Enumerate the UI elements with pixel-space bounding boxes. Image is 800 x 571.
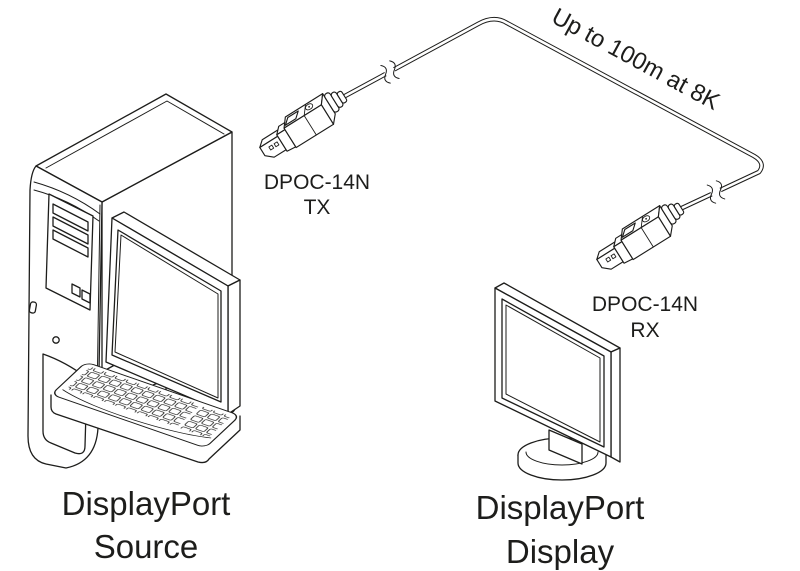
tower-top-bevel: [45, 100, 225, 169]
optical-cable-illustration: [342, 16, 764, 211]
front-port: [71, 283, 81, 298]
display-screen: [505, 304, 601, 443]
source-caption: DisplayPort Source: [30, 482, 262, 568]
front-port: [81, 289, 91, 304]
cable-break-squiggle: [715, 180, 726, 200]
rx-connector-label: DPOC-14N RX: [580, 292, 710, 344]
display-side-edge: [610, 347, 621, 463]
power-button: [52, 336, 60, 344]
display-base-rim: [517, 454, 607, 481]
keyboard-wrist-curve: [62, 389, 212, 439]
display-caption: DisplayPort Display: [444, 486, 676, 571]
drive-bay-slot: [52, 229, 89, 258]
rx-role-text: RX: [630, 319, 660, 342]
cable-break-mark: [706, 180, 726, 204]
cable-break-squiggle: [380, 65, 391, 84]
drive-bay-slot: [52, 203, 89, 232]
display-caption-line2: Display: [505, 533, 615, 570]
cable-break-squiggle: [389, 60, 400, 79]
keyboard-side-keys: [179, 406, 232, 438]
display-bezel: [494, 287, 612, 458]
keyboard-main-keys: [66, 366, 201, 427]
source-caption-line2: Source: [93, 528, 199, 565]
tx-role-text: TX: [303, 196, 331, 219]
monitor-side-edge: [227, 279, 241, 415]
keyboard-illustration: [50, 363, 241, 464]
dp-connector-tx-illustration: [252, 83, 355, 165]
display-monitor-illustration: [494, 282, 621, 481]
cable-path: [343, 17, 763, 210]
source-caption-line1: DisplayPort: [61, 485, 231, 522]
tx-model-text: DPOC-14N: [263, 171, 371, 194]
display-bezel-inner: [501, 298, 605, 448]
cable-break-squiggle: [706, 184, 717, 204]
display-base-inner: [525, 451, 599, 466]
rx-model-text: DPOC-14N: [591, 293, 699, 316]
display-stand-neck: [548, 429, 583, 465]
display-caption-line1: DisplayPort: [475, 489, 645, 526]
reset-button: [28, 301, 38, 314]
cable-break-gap: [381, 62, 399, 82]
cable-break-mark: [380, 60, 400, 84]
tx-connector-label: DPOC-14N TX: [252, 170, 382, 220]
monitor-bezel-inner: [111, 229, 222, 403]
drive-bay-slot: [52, 216, 89, 245]
monitor-screen: [114, 234, 219, 399]
dp-connector-rx-illustration: [589, 195, 692, 277]
